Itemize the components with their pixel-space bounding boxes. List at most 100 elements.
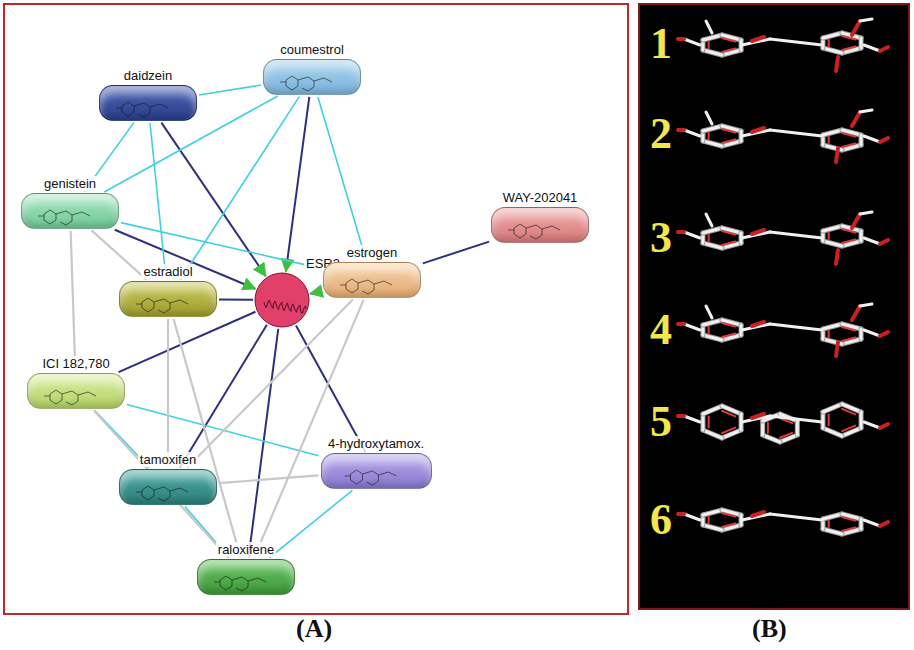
structure-number: 6: [650, 498, 672, 542]
bond-stick: [823, 428, 842, 436]
bond-stick: [842, 409, 855, 415]
bond-stick: [703, 35, 722, 40]
node-label: ICI 182,780: [40, 356, 111, 371]
node-label: tamoxifen: [138, 452, 198, 467]
bond-stick: [770, 130, 822, 136]
bond-stick: [763, 435, 780, 442]
bond-stick: [823, 130, 842, 135]
interaction-line: [181, 97, 299, 280]
bond-stick: [708, 235, 710, 242]
structure-sketch: [120, 282, 216, 316]
bond-stick: [880, 332, 888, 336]
bond-stick: [842, 36, 855, 40]
interaction-line: [115, 230, 256, 289]
bond-stick: [828, 40, 830, 47]
compound-pill: [491, 207, 589, 243]
bond-stick: [703, 50, 722, 55]
compound-pill: [323, 262, 421, 298]
interaction-line: [423, 242, 489, 264]
bond-stick: [880, 424, 888, 428]
bond-stick: [860, 304, 872, 306]
structure-sketch: [28, 374, 124, 408]
bond-stick: [780, 433, 792, 438]
compound-pill: [27, 373, 125, 409]
compound-pill: [321, 453, 432, 489]
structure-sketch: [100, 86, 196, 120]
bond-stick: [823, 529, 842, 534]
compound-pill: [119, 469, 217, 505]
bond-stick: [706, 214, 712, 226]
node-label: raloxifene: [216, 542, 276, 557]
bond-stick: [752, 230, 764, 234]
bond-stick: [722, 323, 735, 327]
compound-pill: [263, 59, 361, 95]
interaction-line: [174, 319, 241, 557]
bond-stick: [880, 47, 888, 51]
bond-stick: [703, 320, 722, 325]
bond-stick: [823, 324, 842, 329]
bond-stick: [722, 513, 735, 517]
bond-stick: [828, 414, 830, 425]
bond-stick: [860, 412, 863, 428]
bond-stick: [703, 320, 722, 325]
interaction-line: [167, 319, 169, 467]
bond-stick: [708, 327, 710, 334]
interaction-line: [121, 223, 321, 269]
bond-stick: [842, 133, 855, 137]
bond-stick: [860, 329, 863, 339]
bond-stick: [836, 148, 838, 162]
interaction-line: [318, 97, 366, 260]
bond-stick: [684, 232, 700, 238]
bond-stick: [852, 214, 860, 228]
node-label: coumestrol: [278, 42, 346, 57]
bond-stick: [684, 416, 700, 422]
bond-stick: [722, 411, 735, 417]
bond-stick: [823, 404, 842, 412]
interaction-line: [94, 410, 228, 557]
bond-stick: [703, 430, 722, 438]
bond-stick: [703, 228, 722, 233]
bond-stick: [703, 406, 722, 414]
compound-node: daidzein: [99, 68, 197, 121]
interaction-line: [150, 123, 166, 279]
bond-stick: [722, 242, 735, 246]
structure-number: 3: [650, 216, 672, 260]
bond-stick: [836, 57, 838, 71]
bond-stick: [703, 35, 722, 40]
compound-pill: [197, 559, 295, 595]
bond-stick: [842, 528, 855, 532]
bond-stick: [703, 243, 722, 248]
structure-sketch: [264, 60, 360, 94]
bond-stick: [828, 331, 830, 338]
structure-sketch: [120, 470, 216, 504]
structure-number: 2: [650, 112, 672, 156]
structure-sketch: [322, 454, 431, 488]
bond-stick: [864, 520, 880, 526]
bond-stick: [823, 33, 842, 38]
interaction-line: [286, 97, 309, 271]
interaction-line: [249, 329, 279, 557]
bond-stick: [678, 230, 684, 234]
interaction-line: [92, 230, 147, 279]
bond-stick: [706, 21, 712, 33]
bond-stick: [722, 38, 735, 42]
panel-frame: [638, 3, 910, 610]
structure-sketch: [492, 208, 588, 242]
bond-stick: [823, 514, 842, 519]
bond-stick: [836, 250, 838, 264]
bond-stick: [823, 226, 842, 231]
bond-stick: [864, 238, 880, 244]
bond-stick: [703, 50, 722, 55]
bond-stick: [864, 422, 880, 428]
bond-stick: [842, 327, 855, 331]
compound-node: genistein: [21, 176, 119, 229]
interaction-line: [219, 298, 253, 300]
interaction-line: [310, 291, 321, 293]
bond-stick: [795, 421, 800, 435]
bond-stick: [864, 330, 880, 336]
bond-stick: [752, 322, 764, 326]
structure-sketch: [324, 263, 420, 297]
compound-pill: [119, 281, 217, 317]
interaction-line: [199, 85, 261, 95]
bond-stick: [703, 430, 722, 438]
